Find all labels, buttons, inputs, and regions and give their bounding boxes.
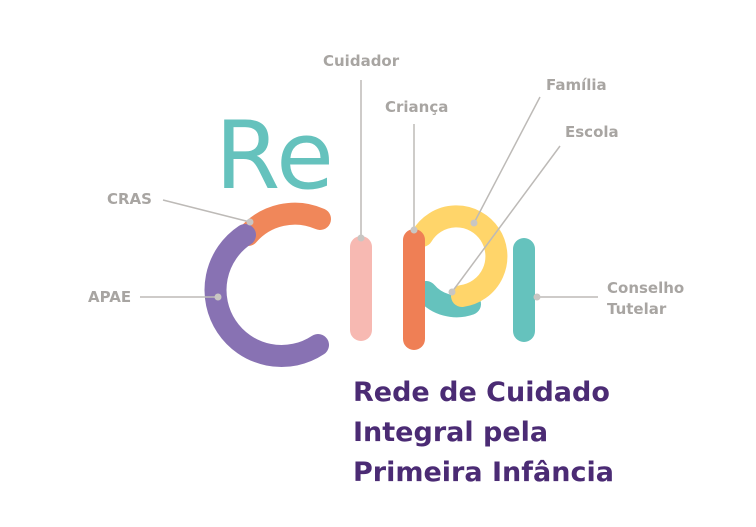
label-cuidador: Cuidador	[323, 52, 400, 70]
label-conselho-line1: Conselho	[607, 279, 684, 297]
c-arc-cras	[237, 202, 331, 246]
tagline: Rede de Cuidado Integral pela Primeira I…	[353, 373, 614, 493]
label-conselho-line2: Tutelar	[607, 300, 667, 318]
dot-apae	[214, 293, 222, 301]
logo-re-text: Re	[215, 102, 334, 211]
p-arc-familia	[411, 205, 508, 307]
label-escola: Escola	[565, 123, 619, 141]
label-crianca: Criança	[385, 98, 448, 116]
leader-cras	[162, 199, 251, 223]
tagline-line-3: Primeira Infância	[353, 457, 614, 488]
dot-cras	[246, 218, 254, 226]
dot-escola	[448, 288, 456, 296]
leader-escola	[451, 145, 561, 293]
dot-crianca	[410, 226, 418, 234]
label-apae: APAE	[88, 288, 131, 306]
tagline-line-2: Integral pela	[353, 417, 549, 448]
label-cras: CRAS	[107, 190, 152, 208]
dot-conselho-tutelar	[533, 293, 541, 301]
dot-familia	[470, 219, 478, 227]
c-arc-apae	[204, 224, 329, 367]
label-familia: Família	[546, 76, 607, 94]
tagline-line-1: Rede de Cuidado	[353, 377, 610, 408]
leader-familia	[473, 96, 541, 224]
dot-cuidador	[357, 234, 365, 242]
